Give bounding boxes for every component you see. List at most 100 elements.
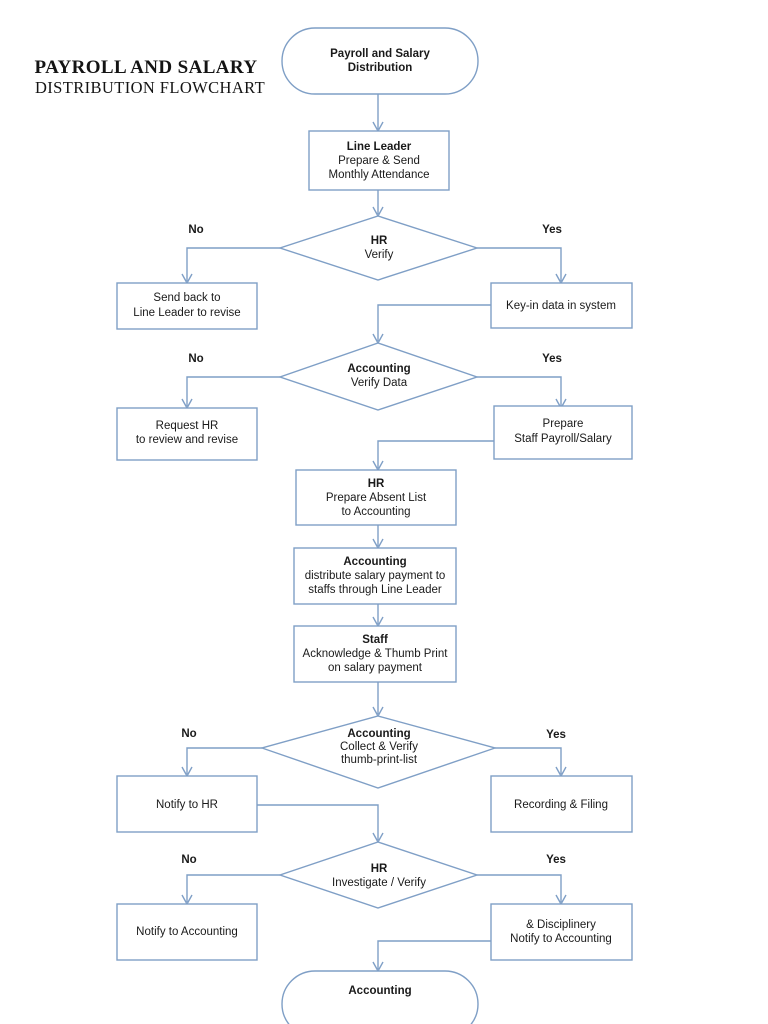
svg-text:Line Leader: Line Leader — [347, 141, 412, 153]
svg-text:Investigate / Verify: Investigate / Verify — [332, 877, 426, 889]
node-staff-acknowledge[interactable]: Staff Acknowledge & Thumb Print on salar… — [293, 625, 457, 683]
edge-hr-verify-no — [186, 247, 280, 281]
edge-key-in-to-acc-verify — [377, 304, 491, 341]
node-acc-verify-line-1: Verify Data — [351, 377, 408, 389]
branch-label-yes-acc-collect: Yes — [546, 729, 566, 741]
svg-text:thumb-print-list: thumb-print-list — [341, 754, 418, 766]
node-hr-investigate[interactable]: HR Investigate / Verify — [277, 841, 480, 909]
node-accounting-distribute[interactable]: Accounting distribute salary payment to … — [293, 547, 457, 605]
process-shape — [490, 282, 633, 329]
svg-text:Notify to HR: Notify to HR — [156, 799, 218, 811]
node-hr-verify-line-1: Verify — [365, 249, 394, 261]
node-disciplinery-line-0: & Disciplinery — [526, 919, 596, 931]
process-shape — [293, 625, 457, 683]
edge-disciplinery-to-end — [377, 940, 491, 969]
svg-text:Line Leader to revise: Line Leader to revise — [133, 307, 240, 319]
svg-text:Send back to: Send back to — [153, 292, 220, 304]
node-notify-accounting[interactable]: Notify to Accounting — [116, 903, 258, 961]
node-line-leader[interactable]: Line Leader Prepare & Send Monthly Atten… — [308, 130, 450, 191]
decision-shape — [259, 715, 498, 789]
node-request-hr-line-0: Request HR — [156, 420, 219, 432]
branch-label-layer: No Yes No Yes No Yes No Yes — [181, 224, 566, 866]
process-shape — [490, 903, 633, 961]
node-recording-filing[interactable]: Recording & Filing — [490, 775, 633, 833]
node-disciplinery[interactable]: & Disciplinery Notify to Accounting — [490, 903, 633, 961]
node-start[interactable]: Payroll and Salary Distribution — [281, 27, 479, 95]
svg-text:Key-in data in system: Key-in data in system — [506, 300, 616, 312]
node-accounting-verify[interactable]: Accounting Verify Data — [277, 342, 480, 411]
svg-text:Accounting: Accounting — [347, 728, 410, 740]
edge-hr-verify-yes — [477, 247, 562, 281]
node-line-leader-line-1: Prepare & Send — [338, 155, 420, 167]
svg-text:HR: HR — [371, 863, 388, 875]
edge-notify-hr-to-hr-invest — [257, 804, 379, 840]
edge-prepare-to-hr-absent — [377, 440, 494, 468]
svg-text:Accounting: Accounting — [347, 363, 410, 375]
svg-text:Prepare: Prepare — [543, 418, 584, 430]
svg-text:Prepare & Send: Prepare & Send — [338, 155, 420, 167]
decision-shape — [277, 841, 480, 909]
node-prepare-payroll[interactable]: Prepare Staff Payroll/Salary — [493, 405, 633, 460]
node-line-leader-line-0: Line Leader — [347, 141, 412, 153]
svg-text:Acknowledge & Thumb Print: Acknowledge & Thumb Print — [303, 648, 449, 660]
node-hr-invest-line-1: Investigate / Verify — [332, 877, 426, 889]
svg-text:distribute salary payment to: distribute salary payment to — [305, 570, 446, 582]
node-staff-line-0: Staff — [362, 634, 388, 646]
node-acc-distrib-line-2: staffs through Line Leader — [308, 584, 442, 596]
svg-text:to Accounting: to Accounting — [341, 506, 410, 518]
svg-text:Notify to Accounting: Notify to Accounting — [510, 933, 612, 945]
edge-acc-verify-yes — [477, 376, 562, 406]
node-hr-verify-line-0: HR — [371, 235, 388, 247]
svg-text:Notify to Accounting: Notify to Accounting — [136, 926, 238, 938]
node-hr-absent-line-1: Prepare Absent List — [326, 492, 427, 504]
process-shape — [116, 282, 258, 330]
node-start-line-1: Distribution — [348, 62, 413, 74]
node-acc-collect-line-1: Collect & Verify — [340, 741, 418, 753]
branch-label-no-hr-verify: No — [188, 224, 203, 236]
process-shape — [116, 775, 258, 833]
process-shape — [116, 407, 258, 461]
node-key-in-line-0: Key-in data in system — [506, 300, 616, 312]
node-accounting-collect[interactable]: Accounting Collect & Verify thumb-print-… — [259, 715, 498, 789]
node-end[interactable]: Accounting — [281, 970, 479, 1024]
node-staff-line-2: on salary payment — [328, 662, 423, 674]
node-hr-invest-line-0: HR — [371, 863, 388, 875]
node-acc-collect-line-2: thumb-print-list — [341, 754, 418, 766]
node-notify-hr[interactable]: Notify to HR — [116, 775, 258, 833]
node-hr-absent-list[interactable]: HR Prepare Absent List to Accounting — [295, 469, 457, 526]
branch-label-no-acc-verify: No — [188, 353, 203, 365]
branch-label-no-hr-investigate: No — [181, 854, 196, 866]
svg-text:Verify Data: Verify Data — [351, 377, 408, 389]
node-request-hr[interactable]: Request HR to review and revise — [116, 407, 258, 461]
node-staff-line-1: Acknowledge & Thumb Print — [303, 648, 449, 660]
process-shape — [493, 405, 633, 460]
svg-text:HR: HR — [371, 235, 388, 247]
node-acc-collect-line-0: Accounting — [347, 728, 410, 740]
edge-acc-collect-yes — [495, 747, 562, 774]
svg-text:Accounting: Accounting — [348, 985, 411, 997]
decision-shape — [277, 215, 480, 281]
node-key-in-data[interactable]: Key-in data in system — [490, 282, 633, 329]
svg-text:Staff: Staff — [362, 634, 388, 646]
edge-hr-invest-no — [186, 874, 280, 902]
node-send-back-line-0: Send back to — [153, 292, 220, 304]
svg-text:Distribution: Distribution — [348, 62, 413, 74]
node-send-back-line-1: Line Leader to revise — [133, 307, 240, 319]
process-shape — [308, 130, 450, 191]
edge-acc-collect-no — [186, 747, 262, 774]
terminator-shape — [281, 27, 479, 95]
process-shape — [295, 469, 457, 526]
node-line-leader-line-2: Monthly Attendance — [328, 169, 429, 181]
svg-text:Recording & Filing: Recording & Filing — [514, 799, 608, 811]
connector-layer — [181, 94, 567, 973]
node-prepare-line-0: Prepare — [543, 418, 584, 430]
node-end-line-0: Accounting — [348, 985, 411, 997]
node-recording-line-0: Recording & Filing — [514, 799, 608, 811]
svg-text:Payroll and Salary: Payroll and Salary — [330, 48, 430, 60]
node-notify-acc-line-0: Notify to Accounting — [136, 926, 238, 938]
page-title: PAYROLL AND SALARY DISTRIBUTION FLOWCHAR… — [35, 57, 265, 97]
node-hr-verify[interactable]: HR Verify — [277, 215, 480, 281]
title-line-2: DISTRIBUTION FLOWCHART — [35, 78, 265, 97]
node-send-back[interactable]: Send back to Line Leader to revise — [116, 282, 258, 330]
